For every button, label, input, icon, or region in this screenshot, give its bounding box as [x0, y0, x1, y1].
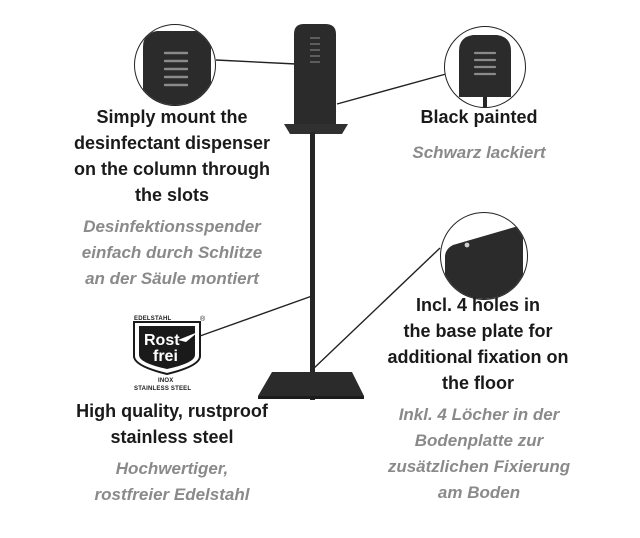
- paint-subtitle: Schwarz lackiert: [412, 143, 546, 162]
- badge-inox: INOX: [158, 378, 173, 384]
- column: [310, 132, 315, 400]
- shelf-plate: [284, 124, 348, 134]
- badge-registered: ®: [200, 315, 206, 323]
- steel-subtitle: Hochwertiger, rostfreier Edelstahl: [94, 459, 250, 504]
- mount-title: Simply mount the desinfectant dispenser …: [73, 107, 271, 205]
- paint-detail-image: [459, 35, 511, 107]
- leader-line-holes: [311, 247, 441, 371]
- leader-line-steel: [199, 295, 313, 337]
- mount-subtitle: Desinfektionsspender einfach durch Schli…: [81, 217, 263, 288]
- holes-title: Incl. 4 holes in the base plate for addi…: [387, 295, 569, 393]
- holes-subtitle: Inkl. 4 Löcher in der Bodenplatte zur zu…: [387, 405, 571, 502]
- slots-detail-image: [143, 31, 211, 105]
- badge-top-text: EDELSTAHL: [134, 316, 171, 322]
- steel-title: High quality, rustproof stainless steel: [76, 401, 268, 447]
- badge-rost: Rost: [144, 332, 180, 349]
- base-plate: [258, 372, 364, 396]
- detail-circle-holes: [440, 212, 528, 300]
- leader-line-mount: [215, 59, 297, 65]
- detail-circle-slots: [134, 24, 216, 106]
- badge-frei: frei: [153, 348, 178, 365]
- rostfrei-badge: EDELSTAHL ® Rost frei INOX STAINLESS STE…: [133, 315, 206, 392]
- panel-slots: [310, 37, 320, 63]
- holes-detail-image: [445, 227, 523, 299]
- paint-title: Black painted: [420, 107, 538, 127]
- badge-stainless: STAINLESS STEEL: [134, 386, 191, 392]
- detail-circle-paint: [444, 26, 526, 108]
- leader-line-paint: [336, 73, 447, 105]
- mount-panel: [294, 24, 336, 126]
